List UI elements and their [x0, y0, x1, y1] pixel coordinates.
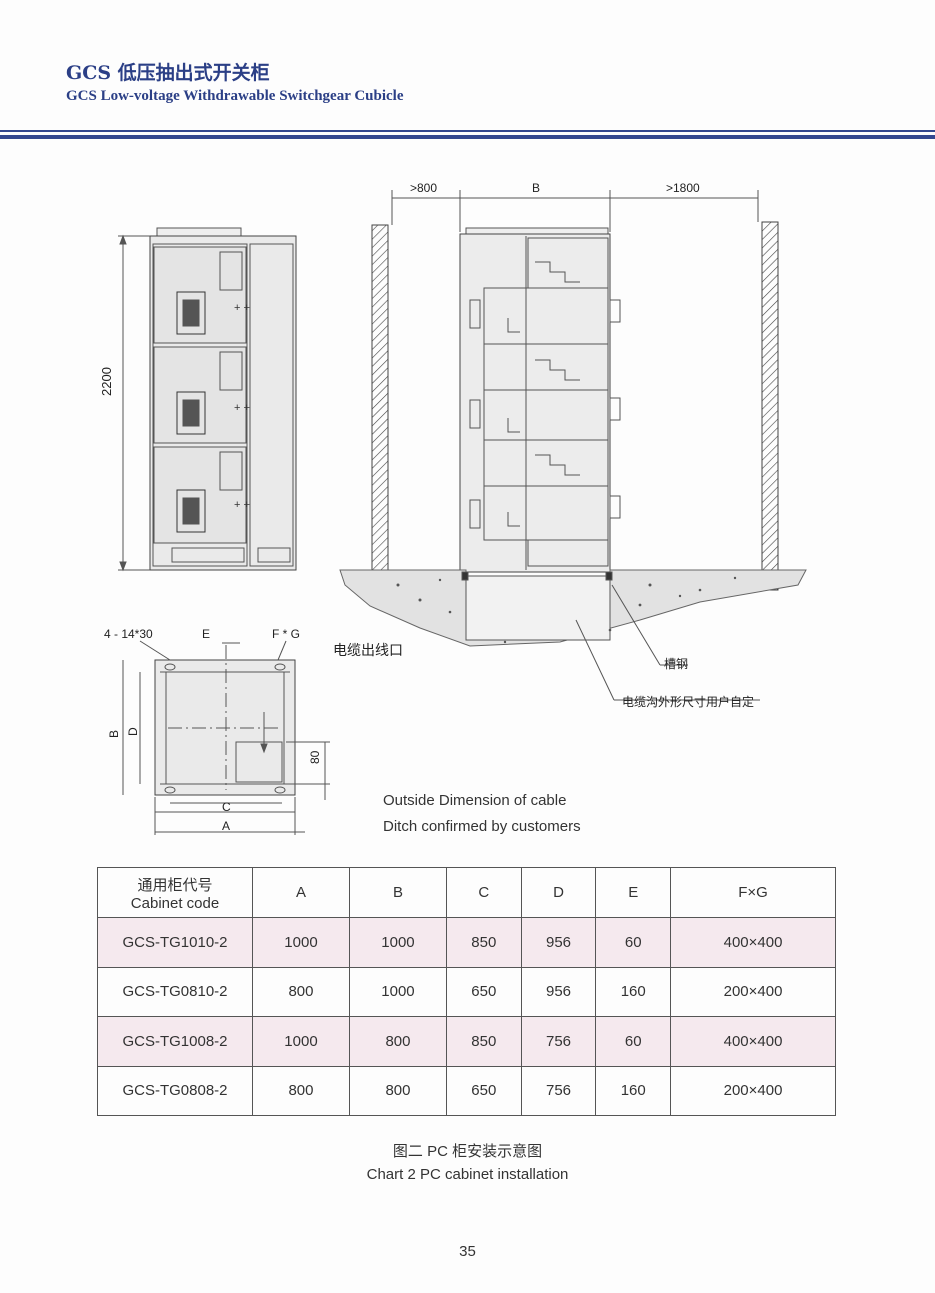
- table-cell: 800: [252, 966, 350, 1017]
- header-rule-thick: [0, 135, 935, 139]
- cabinet-code-cell: GCS-TG1008-2: [97, 1016, 253, 1067]
- left-clearance-label: >800: [410, 181, 438, 195]
- figure-caption-cn: 图二 PC 柜安装示意图: [392, 1143, 543, 1160]
- page-title-cn: GCS 低压抽出式开关柜: [66, 62, 270, 84]
- table-row: GCS-TG1010-2 1000 1000 850 956 60 400×40…: [97, 917, 836, 968]
- table-cell: 800: [348, 1016, 447, 1067]
- table-cell: 60: [595, 1016, 672, 1067]
- cabinet-dimension-table: 通用柜代号 Cabinet code A B C D E F×G GCS-TG1…: [97, 867, 836, 1116]
- table-cell: 400×400: [670, 1016, 836, 1067]
- dim-80-label: 80: [308, 750, 322, 764]
- header-cabinet-code: 通用柜代号 Cabinet code: [97, 867, 253, 918]
- table-cell: 650: [445, 1065, 522, 1116]
- table-cell: 60: [595, 917, 672, 968]
- cabinet-code-cell: GCS-TG1010-2: [97, 917, 253, 968]
- table-cell: 200×400: [670, 1065, 836, 1116]
- table-header-row: 通用柜代号 Cabinet code A B C D E F×G: [97, 867, 836, 918]
- table-row: GCS-TG1008-2 1000 800 850 756 60 400×400: [97, 1016, 836, 1067]
- table-cell: 1000: [252, 1016, 350, 1067]
- dim-b-plan-label: B: [107, 729, 121, 738]
- column-header: C: [445, 867, 522, 918]
- figure-caption-en: Chart 2 PC cabinet installation: [366, 1166, 569, 1183]
- cable-ditch-note-en-1: Outside Dimension of cable: [383, 792, 567, 809]
- column-header: B: [348, 867, 447, 918]
- header-cn: 通用柜代号: [137, 876, 213, 894]
- table-cell: 160: [595, 1065, 672, 1116]
- column-header: A: [252, 867, 350, 918]
- header-rule-thin: [0, 130, 935, 132]
- dim-fg-label: F * G: [272, 627, 301, 641]
- dim-d-label: D: [126, 727, 140, 736]
- cable-ditch-note-cn: 电缆沟外形尺寸用户自定: [622, 695, 755, 709]
- cable-ditch-note-en-2: Ditch confirmed by customers: [383, 818, 581, 835]
- cabinet-code-cell: GCS-TG0808-2: [97, 1065, 253, 1116]
- table-cell: 850: [445, 917, 522, 968]
- header-en: Cabinet code: [130, 894, 220, 912]
- plan-view: [122, 640, 330, 835]
- table-cell: 850: [445, 1016, 522, 1067]
- table-cell: 400×400: [670, 917, 836, 968]
- svg-text:+ +: + +: [234, 302, 250, 314]
- table-cell: 800: [252, 1065, 350, 1116]
- cabinet-code-cell: GCS-TG0810-2: [97, 966, 253, 1017]
- right-clearance-label: >1800: [666, 181, 700, 195]
- svg-text:+ +: + +: [234, 499, 250, 511]
- channel-steel-label: 槽钢: [664, 657, 689, 671]
- table-cell: 1000: [348, 917, 447, 968]
- dim-c-label: C: [222, 800, 231, 814]
- table-cell: 756: [520, 1065, 597, 1116]
- front-view-cabinet: + + + + + +: [118, 227, 297, 572]
- cable-outlet-label: 电缆出线口: [333, 642, 403, 658]
- table-cell: 1000: [348, 966, 447, 1017]
- table-cell: 160: [595, 966, 672, 1017]
- page-title-en: GCS Low-voltage Withdrawable Switchgear …: [66, 88, 404, 104]
- dim-a-label: A: [222, 819, 231, 833]
- column-header: E: [595, 867, 672, 918]
- depth-b-label: B: [532, 181, 541, 195]
- table-cell: 650: [445, 966, 522, 1017]
- svg-text:+ +: + +: [234, 402, 250, 414]
- table-cell: 956: [520, 966, 597, 1017]
- column-header: D: [520, 867, 597, 918]
- table-row: GCS-TG0808-2 800 800 650 756 160 200×400: [97, 1065, 836, 1116]
- table-cell: 956: [520, 917, 597, 968]
- table-cell: 800: [348, 1065, 447, 1116]
- mounting-hole-spec: 4 - 14*30: [104, 627, 153, 641]
- dim-e-label: E: [202, 627, 211, 641]
- side-view: [339, 190, 807, 701]
- column-header: F×G: [670, 867, 836, 918]
- installation-drawing: + + + + + +: [118, 190, 807, 835]
- page-number: 35: [459, 1243, 476, 1260]
- table-cell: 200×400: [670, 966, 836, 1017]
- table-cell: 756: [520, 1016, 597, 1067]
- table-row: GCS-TG0810-2 800 1000 650 956 160 200×40…: [97, 966, 836, 1017]
- table-cell: 1000: [252, 917, 350, 968]
- height-dimension-label: 2200: [99, 367, 114, 396]
